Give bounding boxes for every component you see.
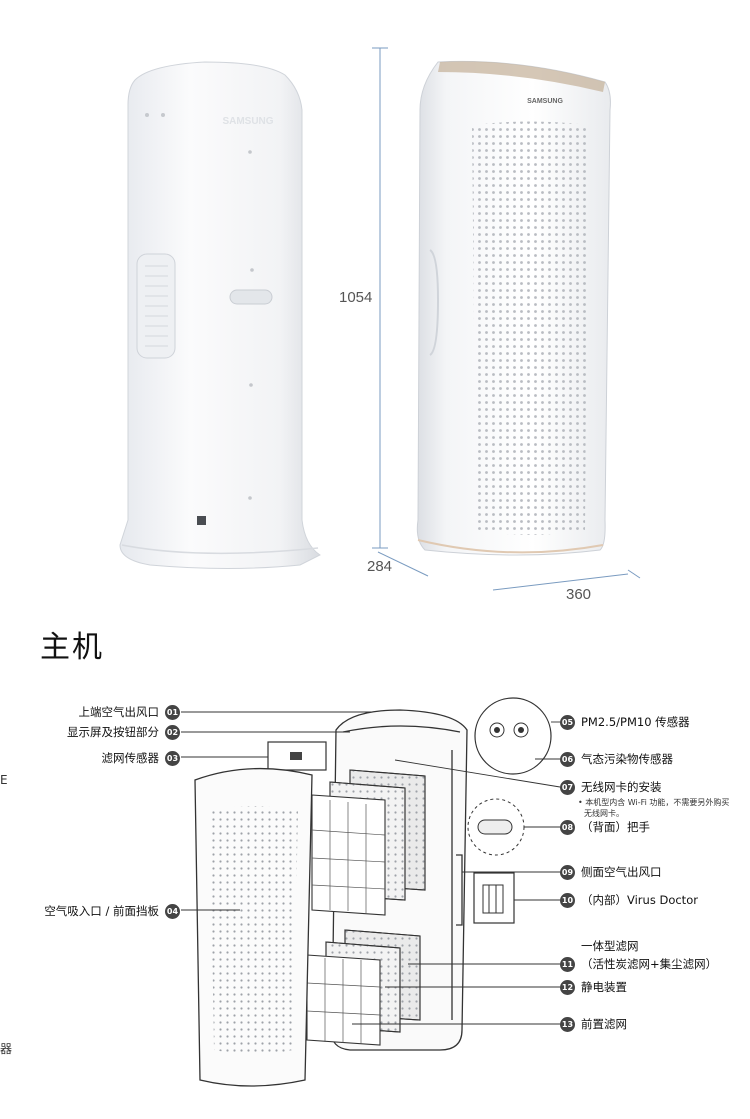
upper-filter-stack [311,769,426,916]
front-cover-panel [194,767,313,1087]
callout-11-label: （活性炭滤网+集尘滤网） [581,957,718,971]
width-dimension-label: 360 [566,586,592,603]
callout-07: 07 无线网卡的安装 [560,779,662,795]
callout-05: 05 PM2.5/PM10 传感器 [560,714,690,730]
back-brand-logo: SAMSUNG [222,116,273,127]
leader-lines [181,711,561,1025]
product-dimension-drawing: SAMSUNG SAMSUNG [119,47,641,591]
callout-05-label: PM2.5/PM10 传感器 [581,715,690,729]
edge-mark-bottom: 器 [0,1042,13,1056]
callout-04-badge: 04 [165,903,180,919]
front-view-unit [416,60,611,556]
callout-04-label: 空气吸入口 / 前面挡板 [44,904,159,918]
callout-12-label: 静电装置 [581,980,627,994]
height-dimension-label: 1054 [339,289,373,306]
callout-13: 13 前置滤网 [560,1016,627,1032]
lower-filter-stack [306,929,421,1046]
callout-08-label: （背面）把手 [581,820,650,834]
callout-09-badge: 09 [560,864,575,880]
callout-01-badge: 01 [165,704,180,720]
callout-12: 12 静电装置 [560,979,627,995]
callout-05-badge: 05 [560,714,575,730]
callout-11-heading: 一体型滤网 [581,939,639,953]
callout-04: 空气吸入口 / 前面挡板 04 [44,903,180,919]
callout-06-badge: 06 [560,751,575,767]
exploded-diagram [181,697,561,1087]
back-view-unit [119,61,321,569]
callout-11-badge: 11 [560,956,575,972]
callout-06-label: 气态污染物传感器 [581,752,673,766]
callout-03: 滤网传感器 03 [101,750,180,766]
callout-08-badge: 08 [560,819,575,835]
callout-11: 11 （活性炭滤网+集尘滤网） [560,956,717,972]
front-brand-logo: SAMSUNG [527,98,563,105]
callout-03-badge: 03 [165,750,180,766]
callout-01: 上端空气出风口 01 [78,704,180,720]
callout-01-label: 上端空气出风口 [78,705,160,719]
callout-07-note-line-2: 无线网卡。 [584,809,624,818]
callout-02-badge: 02 [165,724,180,740]
callout-03-label: 滤网传感器 [101,751,160,765]
dimension-lines [372,47,641,591]
callout-07-note: • 本机型内含 Wi-Fi 功能，不需要另外购买 无线网卡。 [578,797,729,819]
callout-07-note-line-1: • 本机型内含 Wi-Fi 功能，不需要另外购买 [578,798,730,807]
callout-02-label: 显示屏及按钮部分 [67,725,159,739]
callout-10: 10 （内部）Virus Doctor [560,892,698,908]
callout-07-badge: 07 [560,779,575,795]
callout-13-badge: 13 [560,1016,575,1032]
edge-mark-top: E [0,773,8,787]
callout-06: 06 气态污染物传感器 [560,751,673,767]
callout-10-badge: 10 [560,892,575,908]
callout-10-label: （内部）Virus Doctor [581,893,698,907]
callout-02: 显示屏及按钮部分 02 [67,724,180,740]
callout-13-label: 前置滤网 [581,1017,627,1031]
sensor-closeup [474,697,552,775]
callout-12-badge: 12 [560,979,575,995]
virus-doctor-inset [473,872,515,924]
section-title: 主机 [40,630,104,665]
callout-09: 09 侧面空气出风口 [560,864,662,880]
callout-09-label: 侧面空气出风口 [581,865,662,879]
depth-dimension-label: 284 [367,558,393,575]
callout-08: 08 （背面）把手 [560,819,650,835]
callout-07-label: 无线网卡的安装 [581,780,662,794]
handle-closeup [467,798,525,856]
